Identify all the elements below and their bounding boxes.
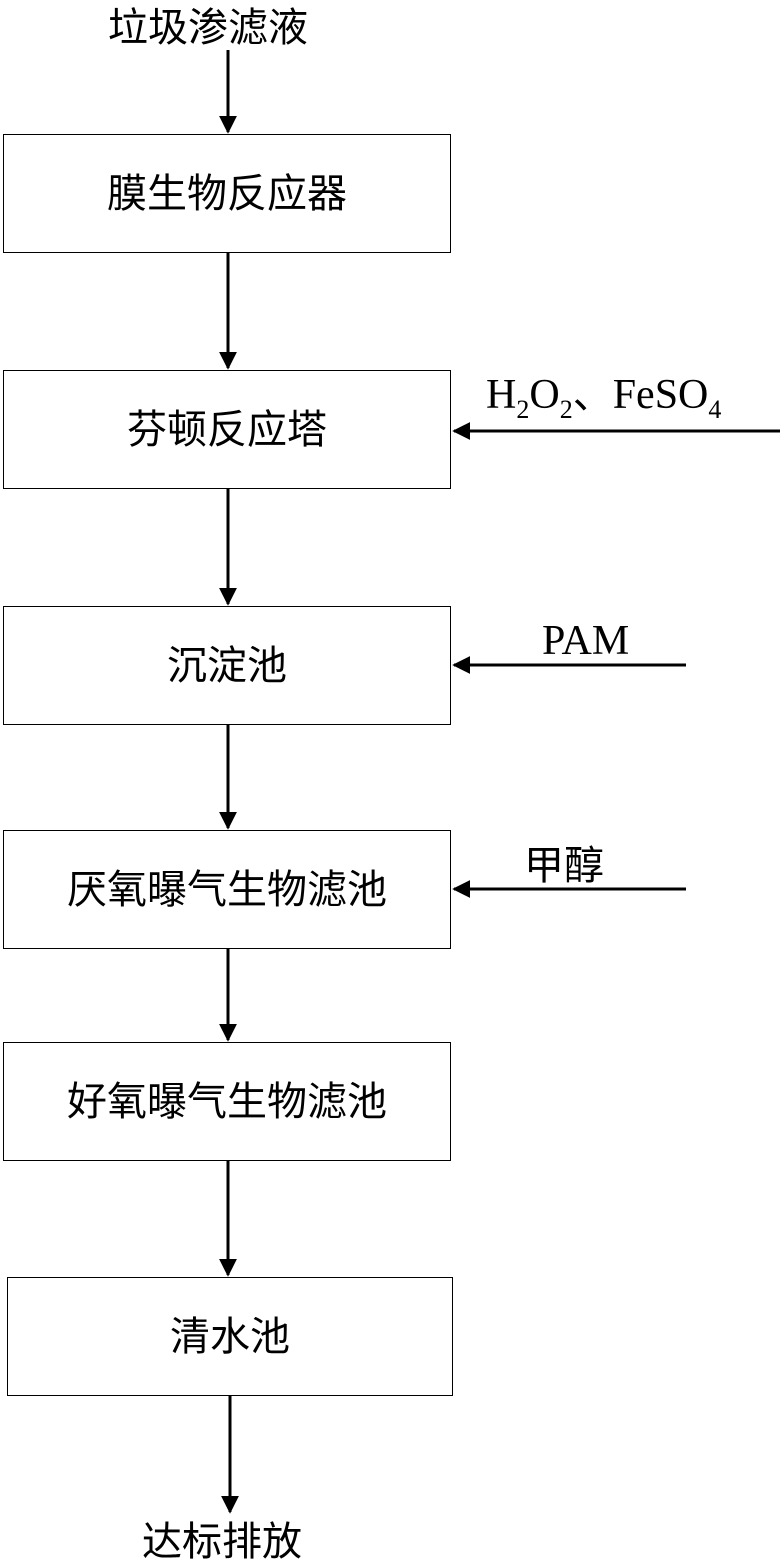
additive-methanol: 甲醇 [524, 843, 604, 889]
additive-pam: PAM [542, 618, 630, 664]
formula-subscript: 2 [516, 395, 530, 424]
formula-subscript: 2 [559, 395, 573, 424]
formula-subscript: 4 [708, 395, 722, 424]
step-box-fenton: 芬顿反应塔 [3, 370, 451, 489]
step-label: 清水池 [170, 1313, 290, 1360]
step-box-sedimentation: 沉淀池 [3, 606, 451, 725]
input-label: 垃圾渗滤液 [108, 5, 308, 51]
formula-part: O [529, 372, 560, 418]
formula-separator: 、 [572, 372, 613, 417]
output-label: 达标排放 [142, 1519, 302, 1565]
step-label: 沉淀池 [167, 642, 287, 689]
step-label: 好氧曝气生物滤池 [67, 1078, 387, 1125]
step-label: 厌氧曝气生物滤池 [67, 866, 387, 913]
step-box-clear-water: 清水池 [7, 1277, 453, 1396]
step-box-aerobic-filter: 好氧曝气生物滤池 [3, 1042, 451, 1161]
additive-fenton-reagents: H2O2、FeSO4 [486, 374, 721, 423]
formula-part: FeSO [612, 372, 709, 418]
step-box-mbr: 膜生物反应器 [3, 134, 451, 253]
step-label: 芬顿反应塔 [127, 406, 327, 453]
formula-part: H [486, 372, 517, 418]
step-box-anaerobic-filter: 厌氧曝气生物滤池 [3, 830, 451, 949]
step-label: 膜生物反应器 [107, 170, 347, 217]
